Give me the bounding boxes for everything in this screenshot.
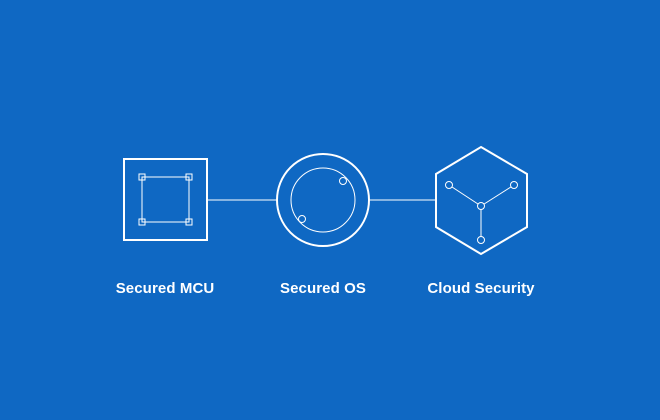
- cloud-hexagon: [435, 145, 528, 256]
- chip-pin-top-left: [138, 173, 146, 181]
- secured-os-label: Secured OS: [279, 280, 367, 297]
- cloud-branch-right: [480, 184, 515, 207]
- os-inner-circle: [290, 167, 356, 233]
- chip-outer-square: [123, 158, 208, 241]
- chip-icon: [123, 158, 208, 241]
- cloud-node-bottom: [477, 236, 485, 244]
- secured-mcu-label: Secured MCU: [115, 280, 215, 297]
- chip-pin-bottom-left: [138, 218, 146, 226]
- os-circle-icon: [276, 153, 370, 247]
- os-node-bottom-left: [298, 215, 306, 223]
- cloud-hexagon-icon: [435, 145, 528, 256]
- cloud-node-right: [510, 181, 518, 189]
- chip-pin-top-right: [185, 173, 193, 181]
- cloud-branch-left: [448, 184, 482, 207]
- chip-inner-square: [141, 176, 190, 223]
- os-outer-circle: [276, 153, 370, 247]
- cloud-security-label: Cloud Security: [427, 280, 535, 297]
- chip-pin-bottom-right: [185, 218, 193, 226]
- cloud-node-center: [477, 202, 485, 210]
- cloud-node-left: [445, 181, 453, 189]
- os-node-top-right: [339, 177, 347, 185]
